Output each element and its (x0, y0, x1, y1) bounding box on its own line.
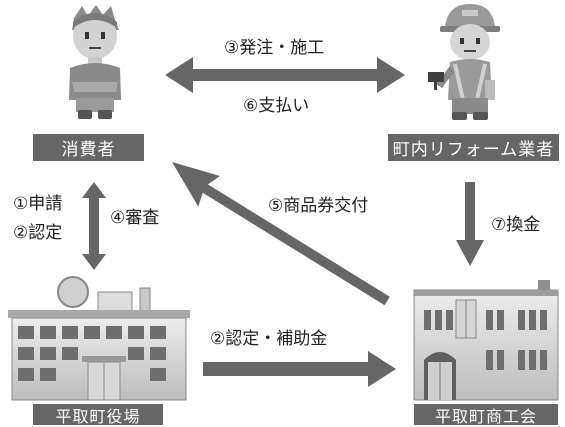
arrow-exchange (456, 182, 484, 266)
chamber-building-icon (413, 280, 559, 401)
certify-label: ②認定 (13, 223, 63, 243)
consumer-person-icon (69, 5, 121, 119)
apply-label: ①申請 (13, 194, 63, 214)
contractor-worker-icon (428, 4, 500, 120)
arrow-subsidy (203, 351, 396, 387)
review-label: ④審査 (110, 208, 160, 228)
chamber-label: 平取町商工会 (414, 404, 558, 426)
town-office-label: 平取町役場 (33, 404, 163, 426)
arrow-order-payment (165, 57, 405, 93)
contractor-label: 町内リフォーム業者 (388, 134, 559, 161)
voucher-label: ⑤商品券交付 (268, 196, 369, 216)
payment-label: ⑥支払い (243, 96, 310, 116)
arrow-apply-certify (82, 182, 106, 270)
exchange-label: ⑦換金 (491, 215, 541, 235)
town-office-building-icon (8, 276, 190, 401)
arrow-voucher (172, 162, 390, 306)
order-label: ③発注・施工 (224, 38, 325, 58)
certify-subsidy-label: ②認定・補助金 (210, 329, 328, 349)
consumer-label: 消費者 (33, 134, 144, 161)
